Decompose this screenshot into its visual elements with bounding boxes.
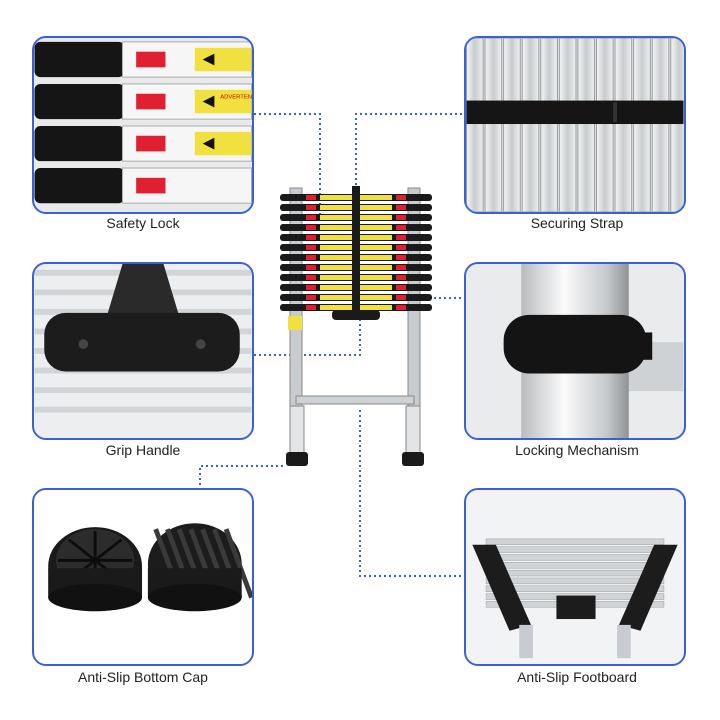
anti-slip-bottom-cap-panel	[32, 488, 254, 666]
securing-strap-caption: Securing Strap	[530, 215, 624, 231]
anti-slip-footboard-caption: Anti-Slip Footboard	[517, 669, 637, 685]
locking-mechanism-panel	[464, 262, 686, 440]
safety-lock-caption: Safety Lock	[106, 215, 180, 231]
connector-securing-strap	[355, 113, 464, 195]
securing-strap-panel	[464, 36, 686, 214]
safety-lock-image: ADVERTENCIA	[34, 38, 252, 212]
locking-mechanism-caption: Locking Mechanism	[515, 442, 639, 458]
anti-slip-bottom-cap-caption: Anti-Slip Bottom Cap	[78, 669, 208, 685]
anti-slip-bottom-cap-image	[34, 490, 252, 664]
connector-bottom-cap	[199, 465, 285, 555]
telescopic-ladder	[280, 186, 432, 466]
connector-grip-handle	[254, 320, 361, 356]
anti-slip-footboard-panel	[464, 488, 686, 666]
securing-strap-image	[466, 38, 684, 212]
grip-handle-panel	[32, 262, 254, 440]
anti-slip-footboard-image	[466, 490, 684, 664]
grip-handle-caption: Grip Handle	[105, 442, 181, 458]
safety-lock-panel: ADVERTENCIA	[32, 36, 254, 214]
warning-label: ADVERTENCIA	[220, 95, 252, 101]
connector-footboard	[359, 410, 464, 577]
locking-mechanism-image	[466, 264, 684, 438]
grip-handle-image	[34, 264, 252, 438]
connector-safety-lock	[254, 113, 321, 215]
